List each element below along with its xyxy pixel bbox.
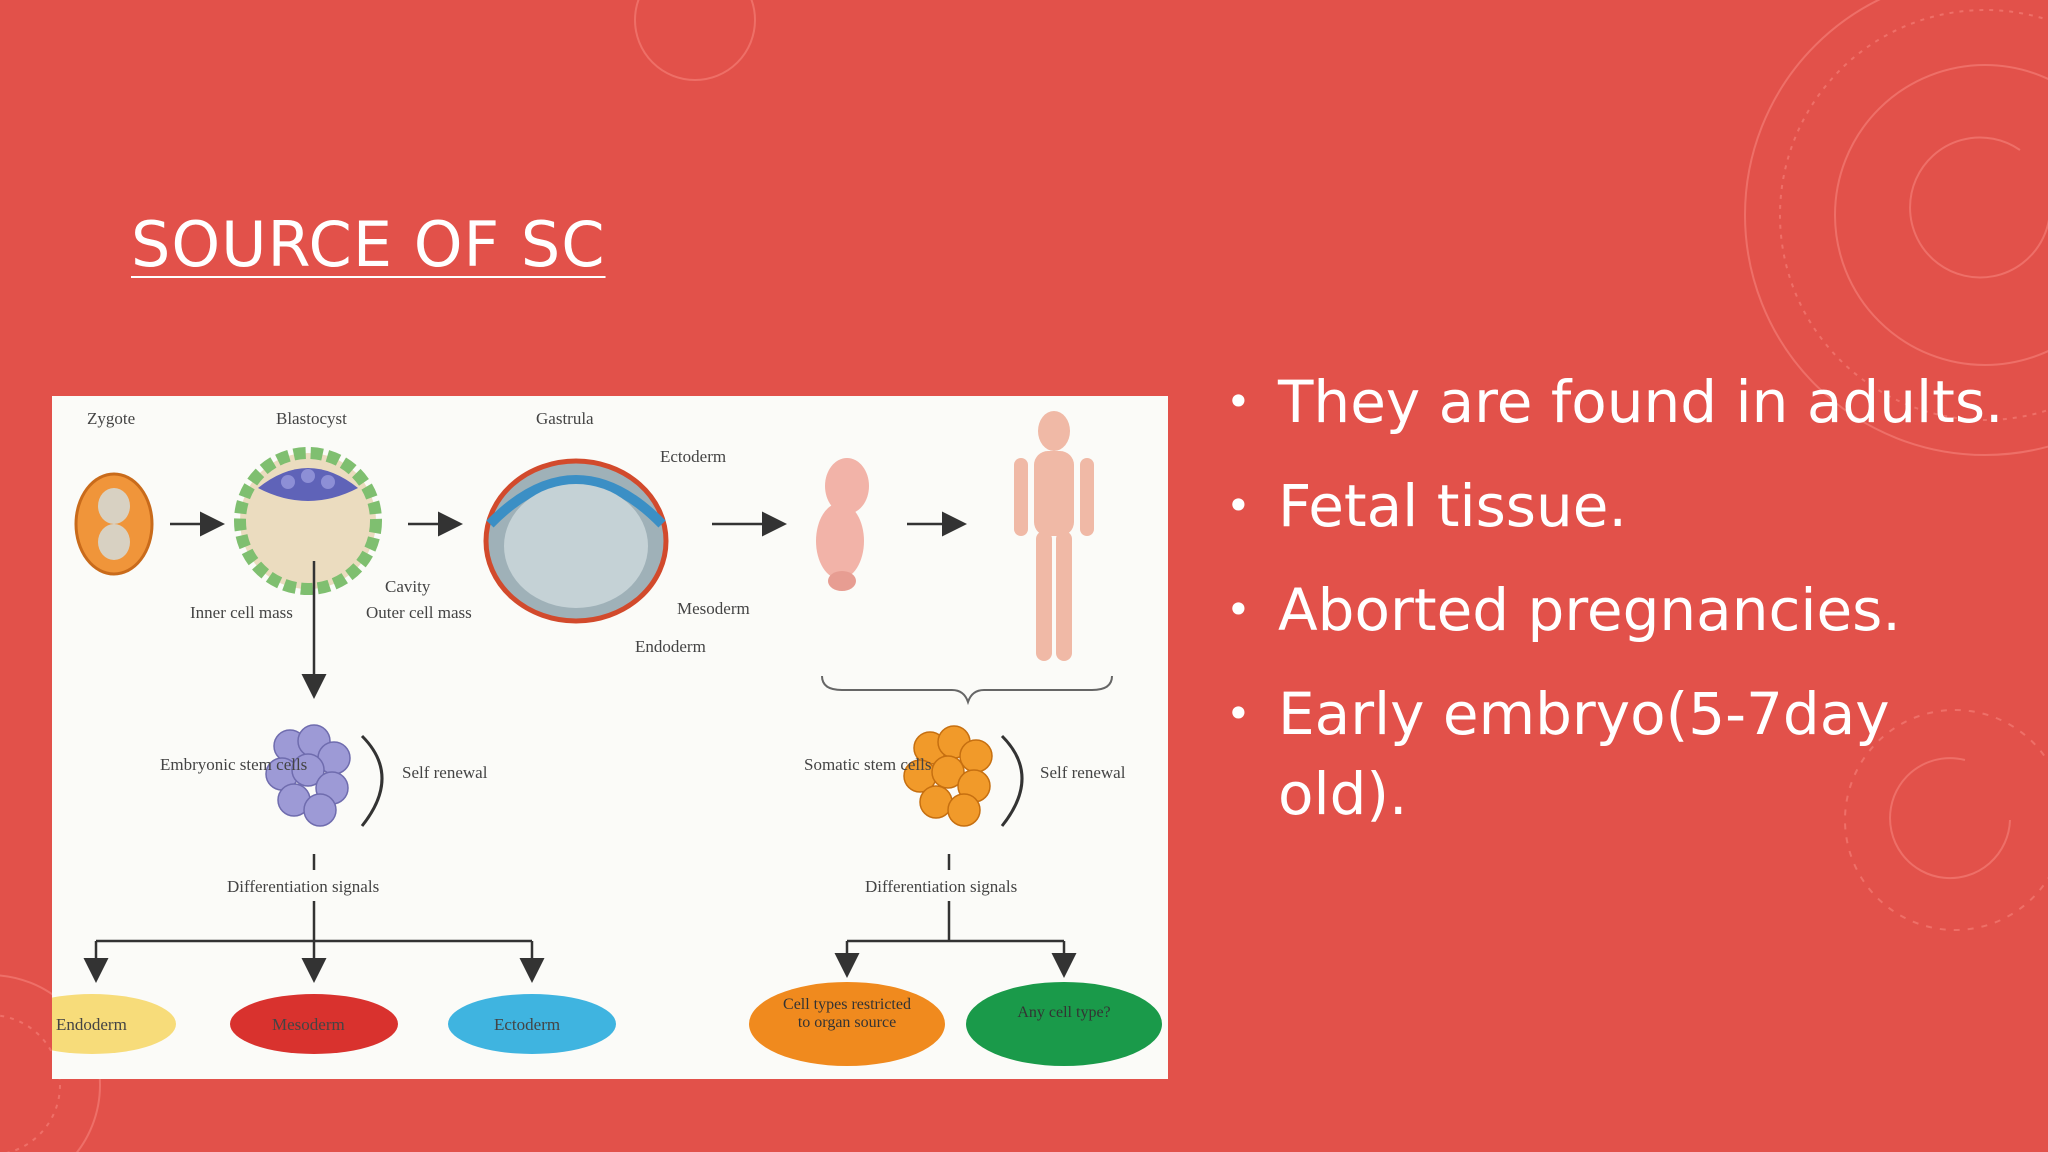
output-any-cell-type — [966, 982, 1162, 1066]
label-germ-mesoderm: Mesoderm — [272, 1015, 345, 1034]
somatic-stem-cell-cluster — [903, 725, 993, 827]
label-germ-endoderm: Endoderm — [56, 1015, 127, 1034]
bullet-marker: • — [1226, 377, 1251, 426]
embryonic-stem-cell-cluster — [265, 724, 351, 827]
germ-layer-ectoderm — [448, 994, 616, 1054]
output-restricted-cell-types — [749, 982, 945, 1066]
label-germ-ectoderm: Ectoderm — [494, 1015, 560, 1034]
blastocyst-illustration — [234, 447, 382, 595]
label-ectoderm: Ectoderm — [660, 447, 726, 466]
stage-label-gastrula: Gastrula — [536, 409, 594, 428]
bullet-text: Fetal tissue. — [1278, 472, 1627, 540]
bullet-marker: • — [1226, 481, 1251, 530]
label-any-cell-type: Any cell type? — [1017, 1004, 1111, 1021]
bullet-item: • Early embryo(5-7day old). — [1226, 674, 2016, 834]
label-embryonic-stem-cells: Embryonic stem cells — [160, 755, 307, 774]
label-differentiation-signals-left: Differentiation signals — [227, 877, 379, 896]
stem-cell-diagram: Zygote Blastocyst Gastrula Cavity Inner … — [52, 396, 1168, 1079]
label-somatic-stem-cells: Somatic stem cells — [804, 755, 931, 774]
branch-connector-left — [83, 901, 545, 983]
bullet-text: Aborted pregnancies. — [1278, 576, 1901, 644]
zygote-illustration — [74, 472, 154, 576]
self-renewal-arrow-somatic — [1000, 734, 1024, 827]
label-cavity: Cavity — [385, 577, 431, 596]
self-renewal-arrow-embryonic — [360, 734, 384, 827]
label-outer-cell-mass: Outer cell mass — [366, 603, 472, 622]
stage-label-zygote: Zygote — [87, 409, 135, 428]
germ-layer-mesoderm — [230, 994, 398, 1054]
slide-title: SOURCE OF SC — [131, 208, 606, 281]
label-self-renewal-embryonic: Self renewal — [402, 763, 488, 782]
label-differentiation-signals-right: Differentiation signals — [865, 877, 1017, 896]
label-inner-cell-mass: Inner cell mass — [190, 603, 293, 622]
bullet-item: • Fetal tissue. — [1226, 466, 2016, 546]
bullet-marker: • — [1226, 585, 1251, 634]
bullet-text: Early embryo(5-7day old). — [1278, 680, 1890, 828]
bullet-list: • They are found in adults. • Fetal tiss… — [1226, 362, 2016, 858]
adult-illustration — [1014, 411, 1094, 661]
bullet-item: • They are found in adults. — [1226, 362, 2016, 442]
fetus-illustration — [816, 458, 869, 591]
germ-layer-endoderm — [52, 994, 176, 1054]
label-restricted-cell-types: Cell types restricted to organ source — [783, 996, 911, 1031]
bullet-item: • Aborted pregnancies. — [1226, 570, 2016, 650]
label-mesoderm: Mesoderm — [677, 599, 750, 618]
branch-connector-right — [834, 901, 1077, 978]
label-self-renewal-somatic: Self renewal — [1040, 763, 1126, 782]
gastrula-illustration — [483, 458, 669, 624]
bullet-text: They are found in adults. — [1278, 368, 2004, 436]
stage-label-blastocyst: Blastocyst — [276, 409, 347, 428]
label-endoderm: Endoderm — [635, 637, 706, 656]
brace-fetus-adult — [821, 675, 1113, 706]
bullet-marker: • — [1226, 689, 1251, 738]
